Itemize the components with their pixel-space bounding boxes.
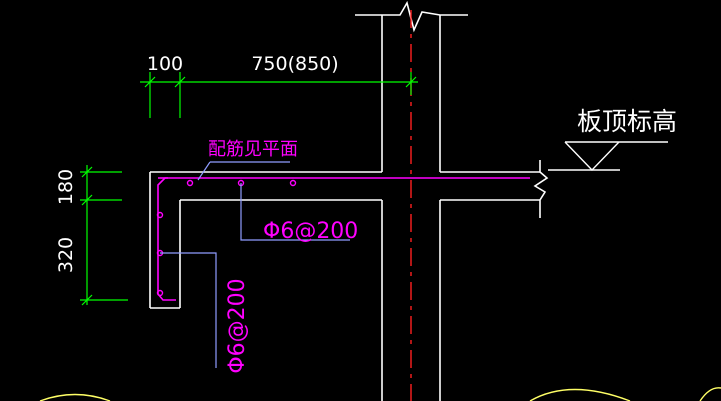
stirrup-vertical-label: Φ6@200 [225, 278, 250, 373]
rebar-dot [156, 211, 164, 219]
tick [174, 76, 186, 88]
tick [81, 194, 93, 206]
level-mark-label: 板顶标高 [577, 107, 677, 136]
leader-lines [160, 161, 350, 368]
bottom-arcs [39, 387, 721, 401]
tick [405, 76, 417, 88]
level-mark-triangle [564, 141, 620, 172]
level-mark-symbol [548, 141, 668, 172]
stirrup-horizontal-label: Φ6@200 [263, 219, 358, 244]
rebar-group [157, 177, 530, 301]
dimension-top-right: 750(850) [251, 53, 338, 75]
concrete-outline [149, 0, 549, 401]
tick [144, 76, 156, 88]
arc-left [39, 393, 111, 401]
rebar-note-leader [197, 161, 211, 181]
arc-right [699, 387, 721, 401]
stirrup-horizontal-leader [240, 183, 350, 241]
dimension-top-left: 100 [147, 53, 183, 75]
rebar-note-label: 配筋见平面 [208, 139, 298, 160]
main-rebar [157, 177, 530, 301]
slab-break-line [533, 160, 549, 218]
rebar-dot [186, 179, 194, 187]
tick [81, 294, 93, 306]
rebar-dot [156, 289, 164, 297]
dimension-side-bottom: 320 [55, 237, 77, 273]
tick [81, 166, 93, 178]
dimension-lines [80, 72, 418, 306]
dimension-side-top: 180 [55, 169, 77, 205]
stirrup-vertical-leader [160, 252, 217, 368]
arc-middle [529, 388, 631, 401]
rebar-dot [289, 179, 297, 187]
